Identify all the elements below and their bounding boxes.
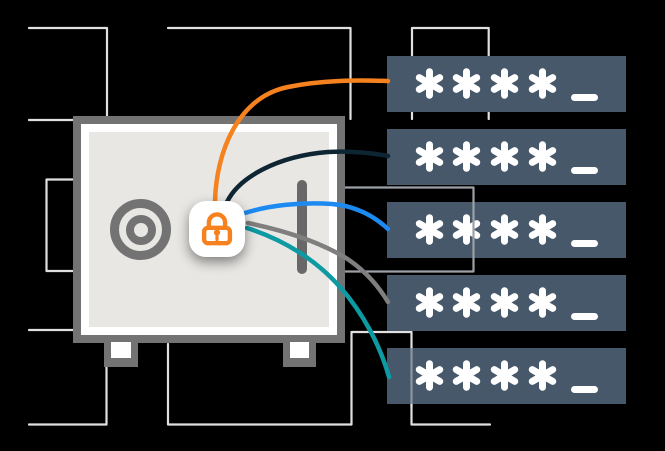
blueprint-line-segment — [166, 26, 352, 121]
underscore-glyph — [571, 167, 598, 174]
combination-dial-icon — [110, 199, 171, 260]
asterisk-glyph — [452, 141, 481, 172]
safe-foot-left — [104, 342, 138, 367]
password-field — [387, 129, 626, 185]
padlock-icon — [201, 212, 233, 246]
safe-foot-hole — [290, 342, 309, 358]
asterisk-glyph — [452, 360, 481, 391]
blueprint-line-segment — [27, 26, 109, 118]
blueprint-line-segment — [342, 186, 475, 273]
safe-foot-right — [283, 342, 316, 367]
cable-orange — [212, 78, 391, 205]
password-field — [387, 56, 626, 112]
blueprint-line-segment — [27, 365, 108, 426]
asterisk-glyph — [490, 287, 519, 318]
password-field — [387, 275, 626, 331]
asterisk-glyph — [490, 214, 519, 245]
underscore-glyph — [571, 240, 598, 247]
asterisk-glyph — [415, 141, 443, 172]
cable-gray — [245, 220, 391, 305]
cable-teal — [244, 225, 392, 380]
asterisk-glyph — [490, 68, 519, 99]
blueprint-line-segment — [45, 178, 75, 273]
asterisk-glyph — [452, 68, 481, 99]
lock-badge — [189, 201, 245, 257]
underscore-glyph — [571, 386, 598, 393]
asterisk-glyph — [528, 287, 556, 318]
asterisk-glyph — [415, 360, 443, 391]
cable-navy — [224, 149, 391, 205]
asterisk-glyph — [528, 360, 556, 391]
asterisk-glyph — [490, 141, 519, 172]
blueprint-line-segment — [166, 330, 492, 426]
asterisk-glyph — [415, 214, 443, 245]
asterisk-glyph — [528, 141, 556, 172]
underscore-glyph — [571, 94, 598, 101]
password-field — [387, 348, 626, 404]
asterisk-glyph — [452, 287, 481, 318]
safe-foot-hole — [111, 342, 131, 358]
safe-handle — [297, 180, 307, 274]
asterisk-glyph — [490, 360, 519, 391]
asterisk-glyph — [528, 214, 556, 245]
asterisk-glyph — [528, 68, 556, 99]
underscore-glyph — [571, 313, 598, 320]
asterisk-glyph — [415, 68, 443, 99]
combination-dial-inner-ring — [126, 215, 156, 245]
cable-blue — [242, 201, 391, 232]
asterisk-glyph — [415, 287, 443, 318]
